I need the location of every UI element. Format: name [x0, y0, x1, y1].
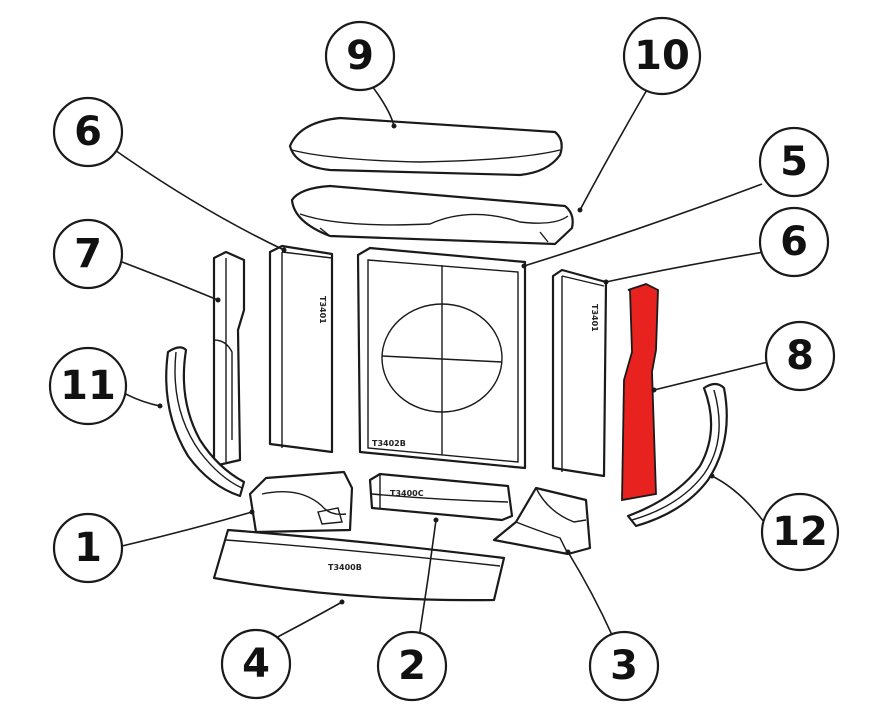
callout-4: 4 [220, 628, 292, 700]
callout-12: 12 [760, 492, 840, 572]
callout-9: 9 [324, 20, 396, 92]
callout-11-label: 11 [60, 363, 116, 409]
callout-1-label: 1 [74, 525, 102, 571]
callout-2-label: 2 [398, 643, 426, 689]
callout-8: 8 [764, 320, 836, 392]
callout-6-right: 6 [758, 206, 830, 278]
callout-3-label: 3 [610, 643, 638, 689]
part-9-top-plate [288, 116, 563, 177]
part-1-left-base [248, 470, 354, 534]
callout-11: 11 [48, 346, 128, 426]
callout-7: 7 [52, 218, 124, 290]
part-12-right-curved-strip [626, 382, 728, 528]
leader-lines [111, 85, 769, 645]
part-6-left-side-panel: T3401 [268, 244, 334, 454]
stamp-back-panel: T3402B [372, 439, 406, 448]
stamp-base-front: T3400B [328, 563, 362, 572]
callout-3: 3 [588, 630, 660, 702]
part-10-lower-baffle [290, 184, 574, 246]
part-2-center-base: T3400C [368, 472, 514, 522]
callout-5-label: 5 [780, 139, 808, 185]
stamp-side-left: T3401 [318, 296, 327, 324]
callout-1: 1 [52, 512, 124, 584]
stamp-side-right: T3401 [590, 304, 599, 332]
part-7-left-brick [212, 250, 246, 468]
callout-8-label: 8 [786, 333, 814, 379]
callout-12-label: 12 [772, 509, 828, 555]
callout-5: 5 [758, 126, 830, 198]
callout-6-right-label: 6 [780, 219, 808, 265]
part-5-back-panel: T3402B [356, 246, 527, 470]
part-11-left-curved-strip [165, 346, 246, 498]
callout-2: 2 [376, 630, 448, 702]
callout-6-left: 6 [52, 96, 124, 168]
callout-7-label: 7 [74, 231, 102, 277]
callout-6-left-label: 6 [74, 109, 102, 155]
stamp-base-center: T3400C [390, 489, 424, 498]
callout-4-label: 4 [242, 641, 270, 687]
callout-10: 10 [622, 16, 702, 96]
callout-10-label: 10 [634, 33, 690, 79]
part-4-front-curved-base: T3400B [212, 528, 506, 602]
part-6-right-side-panel: T3401 [551, 268, 608, 478]
part-8-right-brick-highlighted [621, 283, 659, 502]
callout-9-label: 9 [346, 33, 374, 79]
